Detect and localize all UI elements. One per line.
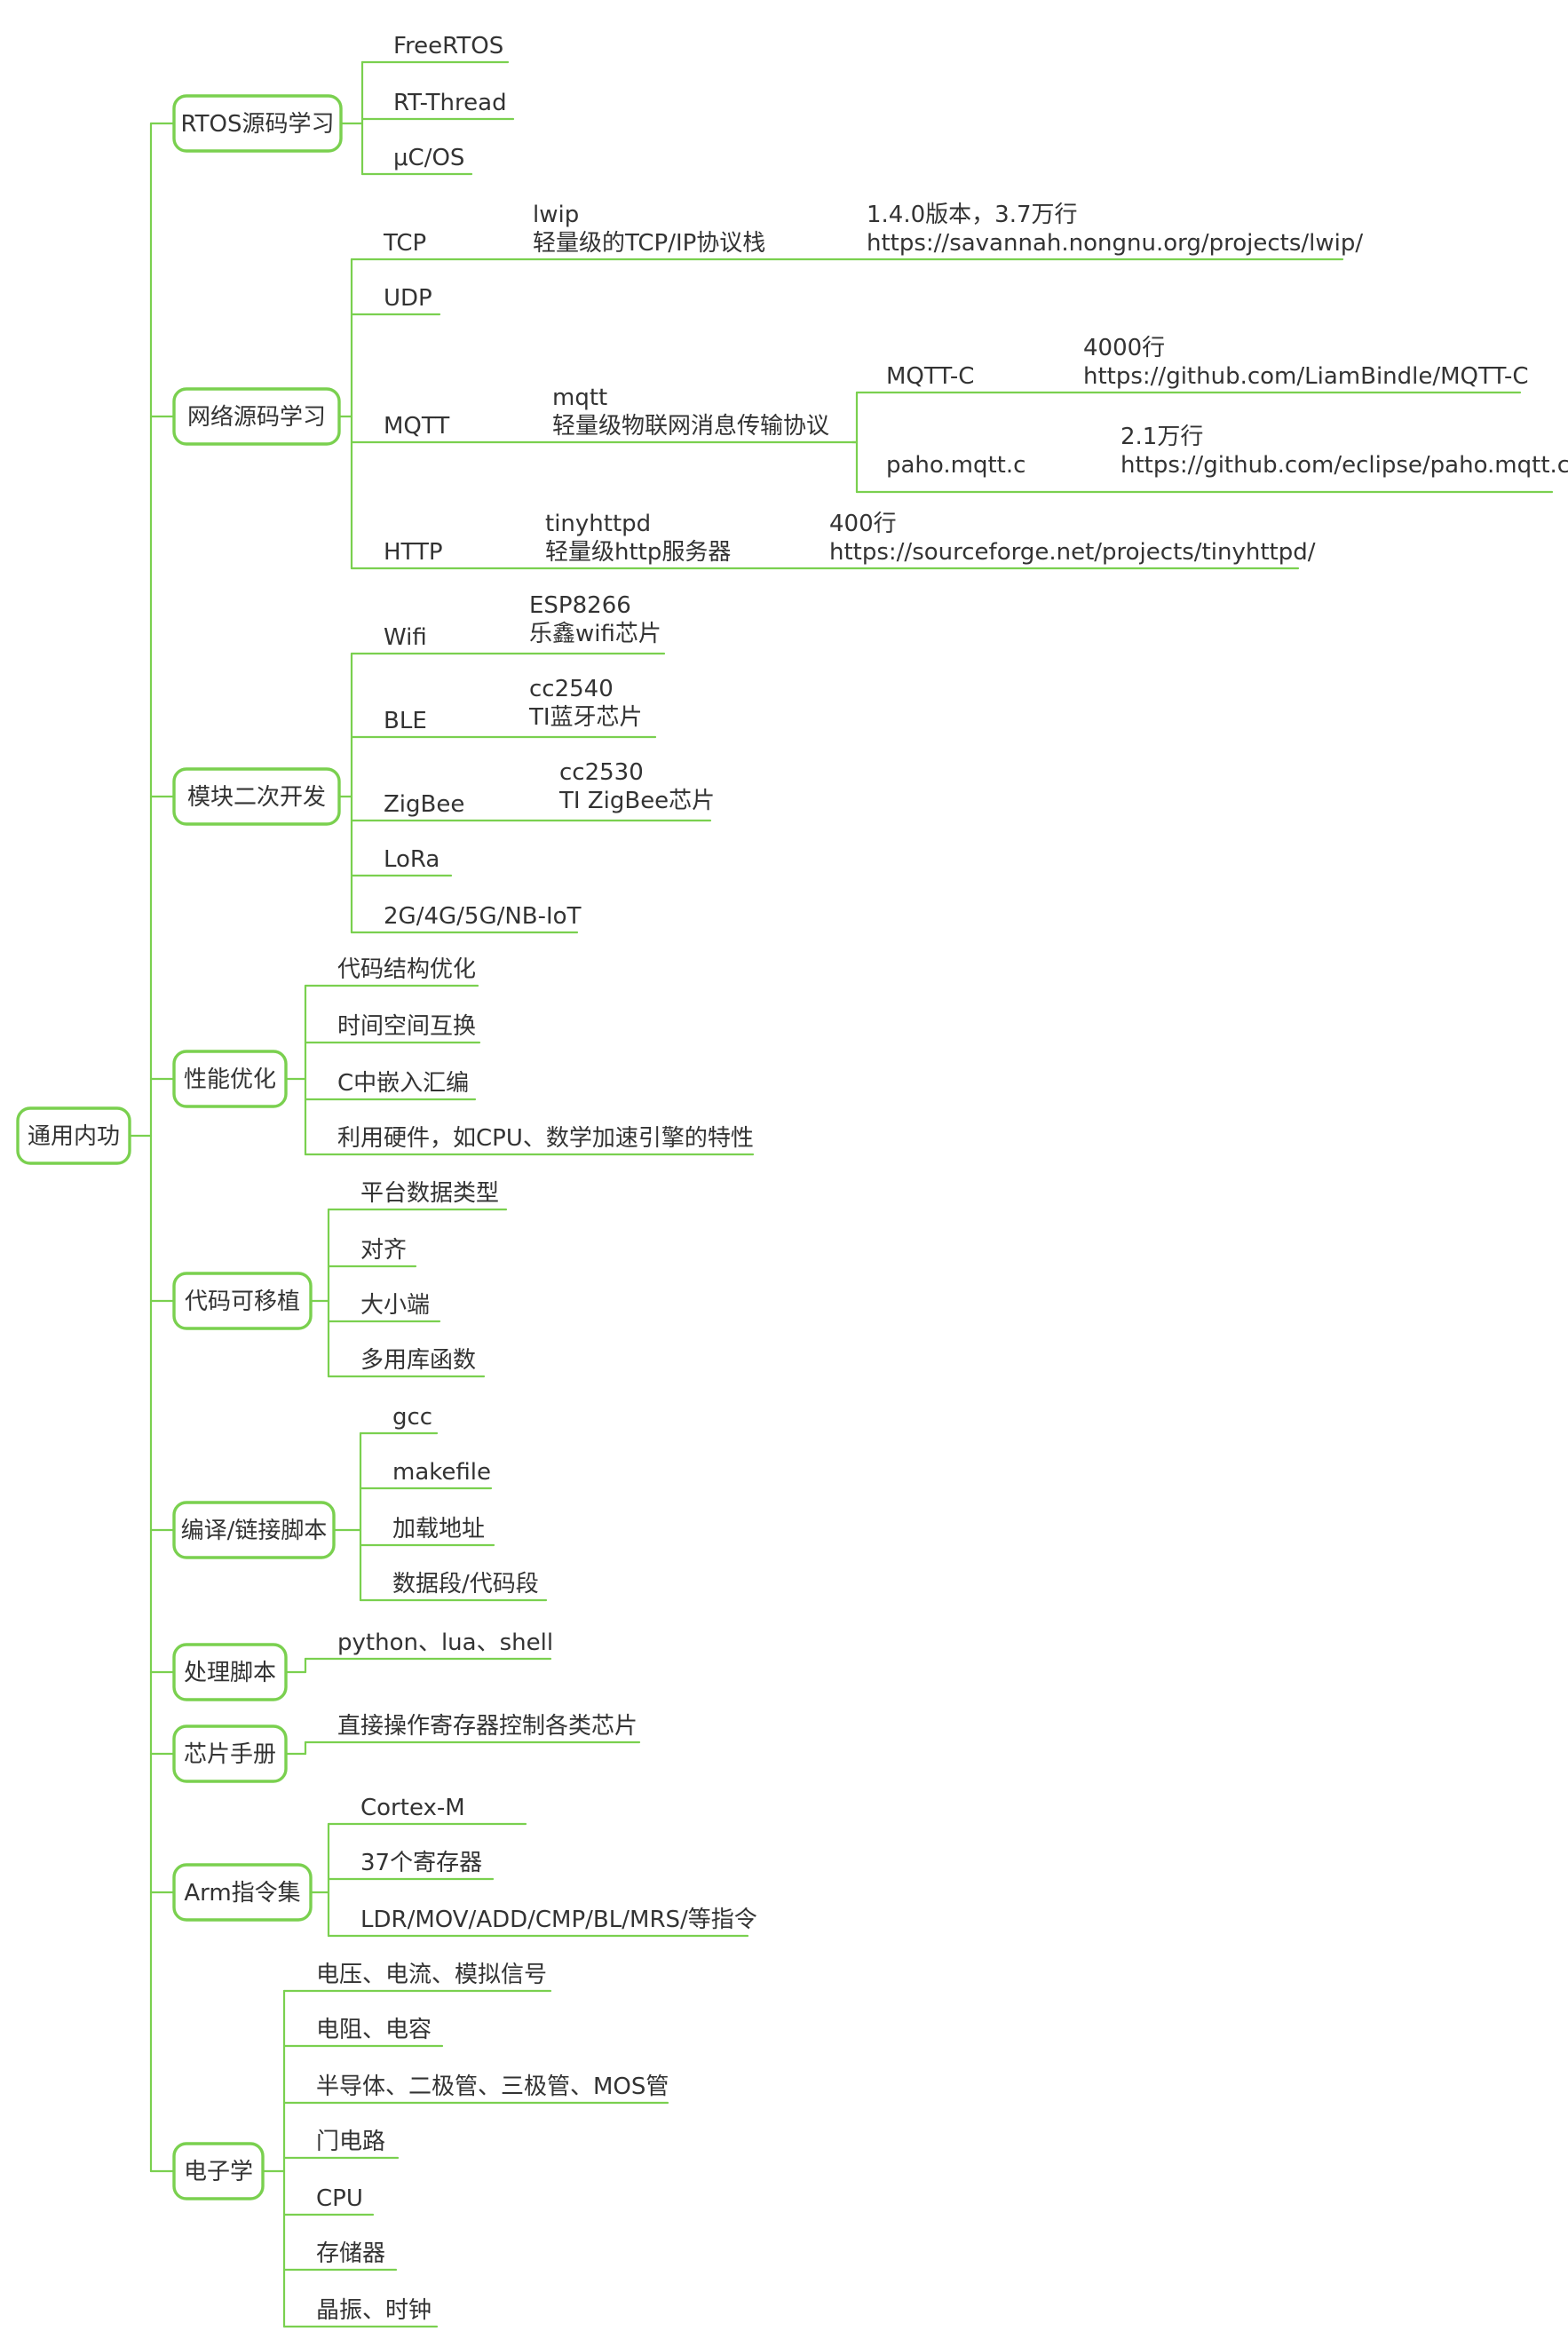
mqtt-desc-line2: 轻量级物联网消息传输协议: [552, 413, 829, 440]
wifi-desc-line1: ESP8266: [529, 592, 631, 619]
http-info-line2: https://sourceforge.net/projects/tinyhtt…: [829, 539, 1316, 566]
child-node-label: makefile: [392, 1459, 491, 1486]
child-node-label: 加载地址: [392, 1516, 485, 1542]
branch-node-box: [172, 2142, 265, 2200]
child-node-label: 平台数据类型: [360, 1180, 499, 1207]
child-node-label: 晶振、时钟: [316, 2297, 432, 2324]
mqtt-c-label: MQTT-C: [886, 363, 974, 390]
mindmap-nodes: 通用内功 RTOS源码学习 FreeRTOS RT-Thread μC/OS 网络源码学习…: [16, 33, 1568, 2324]
paho-info-line2: https://github.com/eclipse/paho.mqtt.c: [1121, 452, 1568, 479]
child-node-label: UDP: [384, 285, 432, 312]
branch-node-box: [172, 387, 341, 446]
branch-node-box: [172, 1050, 288, 1108]
child-node-label: 时间空间互换: [337, 1013, 476, 1040]
branch-node-box: [172, 1501, 336, 1559]
child-node-label: 对齐: [360, 1237, 407, 1264]
child-node-label: 门电路: [316, 2129, 385, 2155]
branch-node-label: 电子学: [184, 2159, 253, 2185]
branch-node-label: RTOS源码学习: [180, 111, 334, 138]
child-node-label: 存储器: [316, 2240, 385, 2267]
child-node-label: FreeRTOS: [393, 33, 503, 59]
child-node-label: 2G/4G/5G/NB-IoT: [384, 903, 582, 930]
http-desc-line2: 轻量级http服务器: [545, 539, 731, 566]
child-node-label: ZigBee: [384, 791, 464, 818]
branch-node-label: Arm指令集: [184, 1880, 300, 1907]
tcp-info-line2: https://savannah.nongnu.org/projects/lwi…: [867, 230, 1363, 257]
child-node-label: 利用硬件，如CPU、数学加速引擎的特性: [337, 1125, 754, 1152]
child-node-label: Cortex-M: [360, 1795, 465, 1821]
branch-node-label: 代码可移植: [185, 1288, 300, 1315]
branch-node-box: [172, 1272, 313, 1330]
child-node-label: μC/OS: [393, 145, 464, 171]
child-node-label: LoRa: [384, 846, 440, 873]
http-desc-line1: tinyhttpd: [545, 511, 651, 537]
mqtt-c-info-line1: 4000行: [1083, 335, 1165, 361]
child-node-label: TCP: [383, 230, 426, 257]
child-node-label: CPU: [316, 2185, 363, 2212]
child-node-label: BLE: [384, 708, 427, 734]
branch-node-label: 编译/链接脚本: [181, 1518, 328, 1544]
tcp-info-line1: 1.4.0版本，3.7万行: [867, 202, 1078, 228]
branch-node-box: [172, 767, 341, 826]
paho-info-line1: 2.1万行: [1121, 424, 1203, 450]
child-node-label: 多用库函数: [360, 1347, 476, 1374]
child-node-label: LDR/MOV/ADD/CMP/BL/MRS/等指令: [360, 1907, 757, 1933]
branch-node-label: 性能优化: [184, 1066, 276, 1093]
child-node-label: gcc: [392, 1404, 432, 1431]
ble-desc-line2: TI蓝牙芯片: [528, 704, 643, 731]
child-node-label: Wifi: [384, 624, 427, 651]
branch-node-label: 芯片手册: [184, 1741, 276, 1768]
tcp-desc-line1: lwip: [533, 202, 579, 228]
wifi-desc-line2: 乐鑫wifi芯片: [529, 621, 661, 647]
tcp-desc-line2: 轻量级的TCP/IP协议栈: [533, 230, 765, 257]
root-node-label: 通用内功: [28, 1123, 120, 1150]
zigbee-desc-line1: cc2530: [559, 759, 644, 786]
mqtt-desc-line1: mqtt: [552, 385, 607, 411]
branch-node-box: [172, 1643, 288, 1701]
child-node-label: MQTT: [384, 413, 449, 440]
branch-node-box: [172, 94, 343, 153]
branch-node-box: [172, 1863, 313, 1922]
ble-desc-line1: cc2540: [529, 676, 614, 702]
root-node-box: [16, 1106, 131, 1165]
mqtt-c-info-line2: https://github.com/LiamBindle/MQTT-C: [1083, 363, 1528, 390]
child-node-label: RT-Thread: [393, 90, 507, 116]
child-node-label: 电阻、电容: [316, 2017, 432, 2043]
branch-node-label: 模块二次开发: [187, 784, 326, 811]
child-node-label: 电压、电流、模拟信号: [316, 1962, 547, 1988]
child-node-label: 直接操作寄存器控制各类芯片: [337, 1713, 637, 1740]
connector-lines: [128, 60, 1554, 2328]
zigbee-desc-line2: TI ZigBee芯片: [558, 788, 715, 814]
child-node-label: C中嵌入汇编: [337, 1070, 469, 1097]
child-node-label: 代码结构优化: [337, 956, 476, 983]
http-info-line1: 400行: [829, 511, 897, 537]
child-node-label: python、lua、shell: [337, 1629, 553, 1656]
child-node-label: 半导体、二极管、三极管、MOS管: [316, 2073, 669, 2100]
child-node-label: 大小端: [360, 1292, 430, 1319]
branch-node-label: 网络源码学习: [187, 404, 326, 431]
child-node-label: 37个寄存器: [360, 1850, 482, 1876]
paho-label: paho.mqtt.c: [886, 452, 1026, 479]
branch-node-label: 处理脚本: [184, 1660, 276, 1686]
child-node-label: HTTP: [384, 539, 443, 566]
child-node-label: 数据段/代码段: [392, 1571, 539, 1598]
branch-node-box: [172, 1725, 288, 1783]
